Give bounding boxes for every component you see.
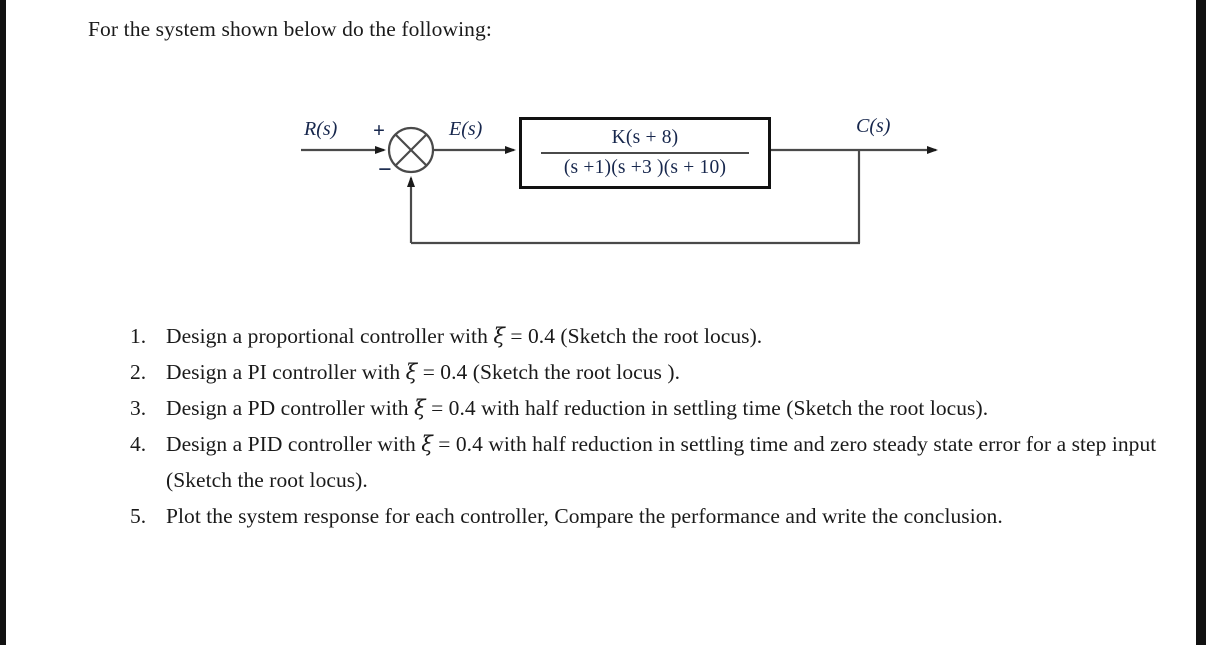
task-text-before: Plot the system response for each contro…: [166, 504, 1003, 528]
task-text: Design a PD controller with ξ = 0.4 with…: [166, 390, 1160, 426]
task-text: Plot the system response for each contro…: [166, 498, 1160, 534]
task-item: 2. Design a PI controller with ξ = 0.4 (…: [130, 354, 1160, 390]
task-number: 5.: [130, 504, 147, 528]
task-number: 1.: [130, 324, 147, 348]
fraction-bar: [541, 152, 749, 154]
task-text: Design a PID controller with ξ = 0.4 wit…: [166, 426, 1160, 498]
block-diagram: K(s + 8) (s +1)(s +3 )(s + 10) R(s) E(s)…: [6, 0, 1196, 300]
block-diagram-lines: [301, 126, 938, 245]
transfer-function-numerator: K(s + 8): [611, 127, 679, 148]
summing-junction-plus-sign: +: [373, 118, 385, 142]
right-page-edge-bar: [1196, 0, 1206, 645]
damping-ratio-symbol: ξ: [493, 324, 505, 348]
summing-junction-minus-sign: −: [378, 157, 392, 183]
task-text: Design a PI controller with ξ = 0.4 (Ske…: [166, 354, 1160, 390]
task-number: 4.: [130, 432, 147, 456]
task-item: 4. Design a PID controller with ξ = 0.4 …: [130, 426, 1160, 498]
task-list: 1. Design a proportional controller with…: [130, 318, 1160, 534]
intro-sentence: For the system shown below do the follow…: [88, 17, 492, 41]
task-text-before: Design a proportional controller with: [166, 324, 494, 348]
task-item: 5. Plot the system response for each con…: [130, 498, 1160, 534]
damping-ratio-symbol: ξ: [405, 360, 418, 384]
document-page: For the system shown below do the follow…: [6, 0, 1196, 645]
task-text-after: = 0.4 (Sketch the root locus).: [504, 324, 763, 348]
plant-block-content: K(s + 8) (s +1)(s +3 )(s + 10): [526, 123, 764, 183]
task-text-after: = 0.4 with half reduction in settling ti…: [166, 432, 1157, 492]
task-number: 3.: [130, 396, 147, 420]
task-text-after: = 0.4 with half reduction in settling ti…: [425, 396, 989, 420]
input-label: R(s): [304, 118, 338, 140]
damping-ratio-symbol: ξ: [414, 396, 426, 420]
task-text: Design a proportional controller with ξ …: [166, 318, 1160, 354]
task-text-before: Design a PD controller with: [166, 396, 415, 420]
task-text-after: = 0.4 (Sketch the root locus ).: [417, 360, 680, 384]
damping-ratio-symbol: ξ: [421, 432, 433, 456]
task-text-before: Design a PID controller with: [166, 432, 422, 456]
left-page-edge-bar: [0, 0, 6, 645]
summing-junction-cross-b: [394, 133, 428, 167]
error-label: E(s): [449, 118, 483, 140]
task-text-before: Design a PI controller with: [166, 360, 406, 384]
transfer-function-denominator: (s +1)(s +3 )(s + 10): [563, 157, 727, 178]
task-number: 2.: [130, 360, 147, 384]
task-item: 3. Design a PD controller with ξ = 0.4 w…: [130, 390, 1160, 426]
output-label: C(s): [856, 115, 891, 137]
task-item: 1. Design a proportional controller with…: [130, 318, 1160, 354]
plant-block: K(s + 8) (s +1)(s +3 )(s + 10): [519, 117, 771, 189]
